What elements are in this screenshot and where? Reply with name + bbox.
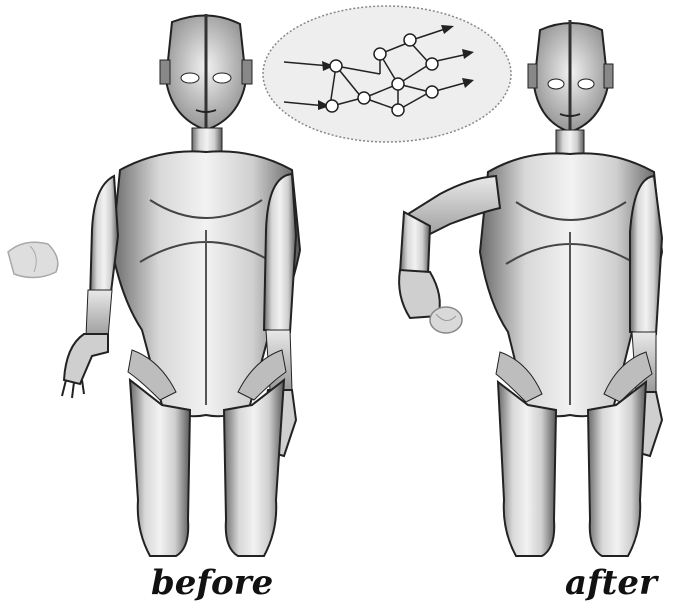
caption-after: after bbox=[565, 566, 657, 600]
network-node bbox=[330, 60, 342, 72]
network-node bbox=[426, 86, 438, 98]
robot-after-leg-left bbox=[498, 382, 556, 556]
robot-before-head bbox=[160, 14, 252, 130]
target-object-before bbox=[8, 242, 58, 277]
network-node bbox=[326, 100, 338, 112]
robot-before-arm-left bbox=[62, 176, 118, 398]
thought-bubble bbox=[263, 6, 511, 142]
target-object-grasped bbox=[430, 307, 462, 333]
network-node bbox=[392, 104, 404, 116]
robot-before-neck bbox=[192, 128, 222, 154]
robot-after-leg-right bbox=[588, 382, 646, 556]
caption-before: before bbox=[151, 566, 273, 600]
robot-after-neck bbox=[556, 130, 584, 156]
network-node bbox=[374, 48, 386, 60]
network-node bbox=[404, 34, 416, 46]
robot-before bbox=[62, 14, 300, 556]
network-node bbox=[392, 78, 404, 90]
neural-network-bubble bbox=[263, 6, 511, 142]
network-node bbox=[358, 92, 370, 104]
robot-after-head bbox=[528, 20, 613, 132]
network-node bbox=[426, 58, 438, 70]
